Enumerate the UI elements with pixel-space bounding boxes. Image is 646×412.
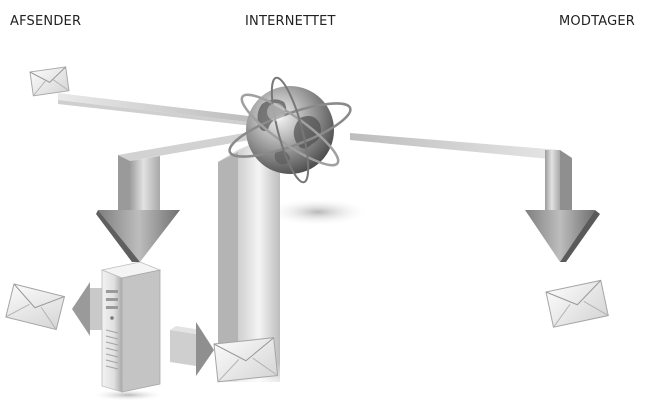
receiver-beam [350,133,600,262]
arrow-right-icon [170,322,214,376]
envelope-icon [6,284,65,330]
arrow-left-icon [72,282,102,336]
envelope-icon [546,280,608,327]
envelope-icon [214,338,278,382]
sender-beam [58,93,265,127]
globe-shadow [266,198,370,226]
server-tower-icon [90,262,166,401]
envelope-icon [30,67,69,96]
